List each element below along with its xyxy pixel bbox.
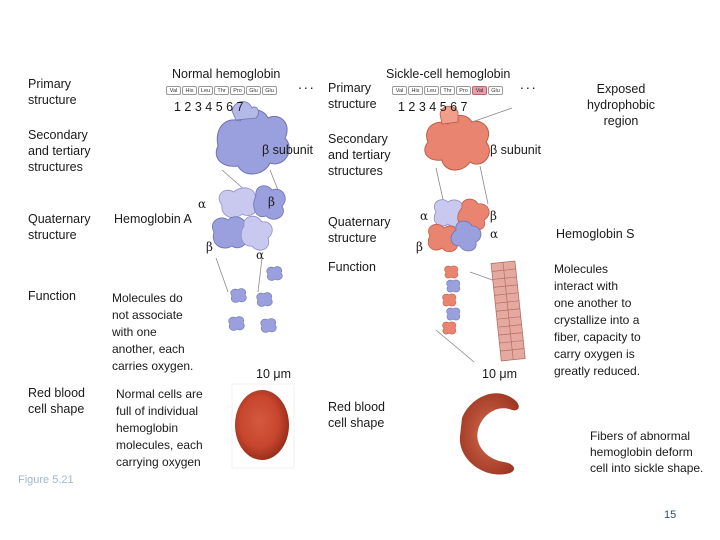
normal-residue-numbers: 1 2 3 4 5 6 7 (174, 100, 244, 114)
label-secondary-tertiary: Secondary and tertiary structures (28, 128, 91, 174)
normal-beta-subunit-shape (215, 101, 290, 175)
normal-rbc-text: Normal cells are full of individual hemo… (116, 387, 203, 469)
hemoglobin-fiber (490, 260, 526, 362)
normal-residue-2: His (182, 86, 197, 95)
sickle-residue-3: Leu (424, 86, 439, 95)
sickle-label-rbc-shape: Red blood cell shape (328, 400, 385, 430)
hemoglobin-s-label: Hemoglobin S (556, 227, 635, 241)
sickle-alpha-1: α (420, 209, 429, 223)
normal-residue-6: Glu (246, 86, 261, 95)
sickle-function-text: Molecules interact with one another to c… (554, 262, 641, 378)
sickle-label-secondary: Secondary and tertiary structures (328, 132, 391, 178)
sickle-molecule-chain (442, 265, 461, 335)
label-quaternary-structure: Quaternary structure (28, 212, 91, 242)
sickle-residue-numbers: 1 2 3 4 5 6 7 (398, 100, 468, 114)
normal-alpha-1: α (198, 197, 207, 211)
label-primary-structure: Primary structure (28, 77, 77, 107)
sickle-label-quaternary: Quaternary structure (328, 215, 391, 245)
sickle-rbc-text: Fibers of abnormal hemoglobin deform cel… (590, 429, 704, 475)
sickle-residue-1: Val (392, 86, 407, 95)
sickle-scale-bar: 10 μm (482, 367, 517, 381)
sickle-ellipsis: ... (520, 76, 538, 92)
sickle-residue-4: Thr (440, 86, 455, 95)
normal-scale-bar: 10 μm (256, 367, 291, 381)
normal-beta-subunit-label: β subunit (262, 143, 313, 157)
sickle-label-primary: Primary structure (328, 81, 377, 111)
exposed-hydrophobic-label: Exposed hydrophobic region (586, 82, 656, 128)
figure-label: Figure 5.21 (18, 474, 74, 486)
normal-molecules (228, 266, 283, 333)
sickle-beta-subunit-label: β subunit (490, 143, 541, 157)
sickle-hemoglobin-title: Sickle-cell hemoglobin (386, 67, 511, 81)
normal-hemoglobin-title: Normal hemoglobin (172, 67, 281, 81)
sickle-residue-2: His (408, 86, 423, 95)
sickle-residue-6: Val (472, 86, 487, 95)
normal-residue-1: Val (166, 86, 181, 95)
sickle-beta-subunit-shape (424, 105, 490, 171)
normal-beta-1: β (268, 195, 275, 209)
sickle-red-blood-cell (459, 393, 519, 475)
hemoglobin-s-tetramer (427, 198, 490, 253)
normal-red-blood-cell (235, 390, 289, 460)
hemoglobin-a-label: Hemoglobin A (114, 212, 192, 226)
normal-residue-7: Glu (262, 86, 277, 95)
sickle-alpha-2: α (490, 227, 499, 241)
sickle-beta-1: β (490, 209, 497, 223)
sickle-residue-5: Pro (456, 86, 471, 95)
label-function: Function (28, 289, 76, 303)
normal-residue-5: Pro (230, 86, 245, 95)
hemoglobin-a-tetramer (212, 185, 286, 251)
page-number: 15 (664, 509, 677, 521)
normal-alpha-2: α (256, 248, 265, 262)
normal-residue-3: Leu (198, 86, 213, 95)
normal-beta-2: β (206, 240, 213, 254)
sickle-beta-2: β (416, 240, 423, 254)
normal-residue-4: Thr (214, 86, 229, 95)
normal-ellipsis: ... (298, 76, 316, 92)
sickle-residue-7: Glu (488, 86, 503, 95)
label-rbc-shape: Red blood cell shape (28, 386, 85, 416)
sickle-label-function: Function (328, 260, 376, 274)
normal-function-text: Molecules do not associate with one anot… (112, 291, 194, 373)
